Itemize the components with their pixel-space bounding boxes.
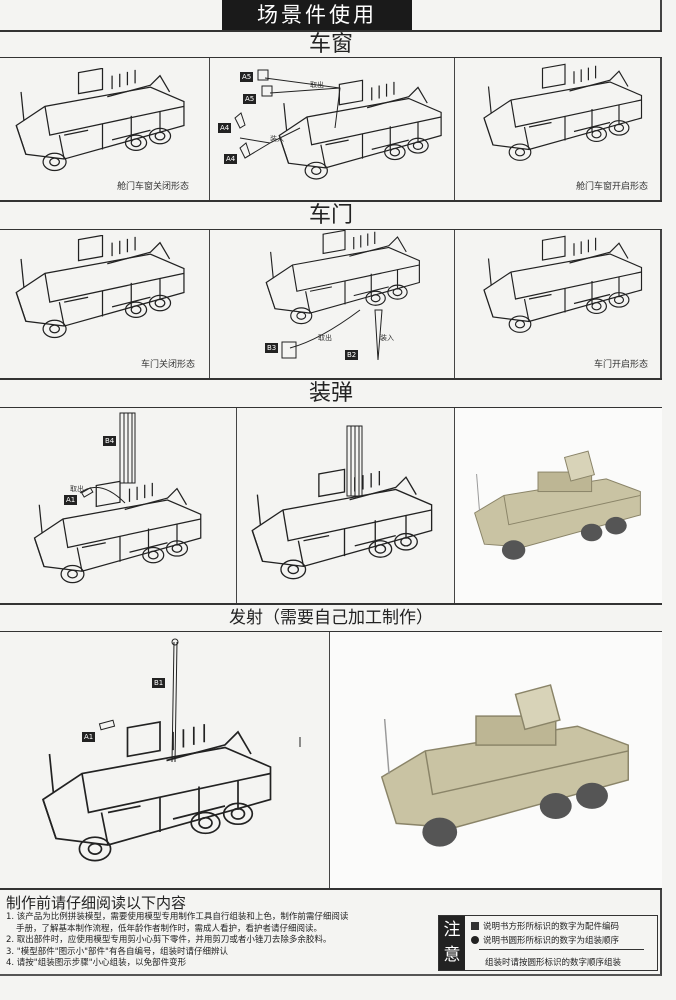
notes-section: 制作前请仔细阅读以下内容 1. 该产品为比例拼装模型，需要使用模型专用制作工具自… — [0, 888, 662, 976]
door-assembly-panel: B3 B2 取出 装入 — [210, 230, 455, 378]
note-item: 手册，了解基本制作流程，低年龄作者制作时，需成人看护，看护者请仔细阅读。 — [16, 923, 323, 934]
launch-photo — [330, 632, 662, 888]
note-item: 4. 请按"组装图示步骤"小心组装，以免部件变形 — [6, 958, 187, 968]
notes-heading: 制作前请仔细阅读以下内容 — [6, 894, 187, 912]
vehicle-drawing — [33, 412, 202, 584]
circle-legend: 说明书圆形所标识的数字为组装顺序 — [471, 934, 619, 946]
caption: 车门开启形态 — [593, 360, 648, 370]
section-title-door: 车门 — [0, 200, 662, 230]
vehicle-drawing — [42, 638, 301, 862]
part-tag-b3: B3 — [265, 343, 279, 353]
window-row: 舱门车窗关闭形态 A5 A5 A4 A4 取出 装入 舱门车窗开启形态 — [0, 58, 662, 200]
loading-photo — [455, 408, 662, 603]
caption: 舱门车窗关闭形态 — [116, 182, 189, 192]
circle-icon — [471, 936, 479, 944]
section-title-loading: 装弹 — [0, 378, 662, 408]
part-tag-b2: B2 — [345, 350, 359, 360]
loading-assembly-panel: B4 A1 取出 — [0, 408, 237, 603]
note-item: 1. 该产品为比例拼装模型，需要使用模型专用制作工具自行组装和上色，制作前需仔细… — [6, 912, 349, 922]
instruction-sheet: 场景件使用 车窗 舱门车窗关闭形态 A5 A5 A4 A4 取出 装入 舱门车窗… — [0, 0, 662, 976]
door-open-panel: 车门开启形态 — [455, 230, 662, 378]
part-tag-b1: B1 — [152, 678, 166, 688]
window-open-panel: 舱门车窗开启形态 — [455, 58, 662, 200]
launch-row: B1 A1 — [0, 632, 662, 888]
part-tag-b4: B4 — [103, 436, 117, 446]
vehicle-photo — [380, 684, 630, 848]
attention-footer: 组装时请按圆形标识的数字顺序组装 — [485, 958, 622, 968]
note-item: 2. 取出部件时，应使用模型专用剪小心剪下零件，并用剪刀或者小锉刀去除多余胶料。 — [6, 935, 332, 945]
loading-row: B4 A1 取出 — [0, 408, 662, 603]
label-take-out: 取出 — [318, 334, 332, 342]
vehicle-photo — [474, 450, 641, 561]
attention-box: 注意 说明书方形所标识的数字为配件编码 说明书圆形所标识的数字为组装顺序 组装时… — [438, 915, 658, 971]
caption: 舱门车窗开启形态 — [575, 182, 648, 192]
window-assembly-panel: A5 A5 A4 A4 取出 装入 — [210, 58, 455, 200]
page-banner: 场景件使用 — [222, 0, 412, 30]
vehicle-drawing — [234, 69, 442, 180]
notes-list: 1. 该产品为比例拼装模型，需要使用模型专用制作工具自行组装和上色，制作前需仔细… — [6, 912, 348, 970]
window-closed-panel: 舱门车窗关闭形态 — [0, 58, 210, 200]
part-tag-a1: A1 — [82, 732, 96, 742]
door-row: 车门关闭形态 B3 B2 取出 装入 车门开启形态 — [0, 230, 662, 378]
part-tag-a5: A5 — [243, 94, 257, 104]
vehicle-drawing — [483, 235, 643, 333]
part-tag-a4: A4 — [224, 154, 238, 164]
launch-assembly-panel: B1 A1 — [0, 632, 330, 888]
caption: 车门关闭形态 — [140, 360, 195, 370]
square-legend-text: 说明书方形所标识的数字为配件编码 — [483, 922, 620, 932]
vehicle-drawing — [265, 230, 420, 361]
label-put-in: 装入 — [380, 334, 394, 342]
label-take-out: 取出 — [310, 81, 324, 89]
square-legend: 说明书方形所标识的数字为配件编码 — [471, 920, 619, 932]
label-put-in: 装入 — [270, 135, 284, 143]
note-item: 3. "模型部件"图示小"部件"有各自编号，组装时请仔细辨认 — [6, 946, 228, 957]
part-tag-a1: A1 — [64, 495, 78, 505]
section-title-window: 车窗 — [0, 30, 662, 58]
vehicle-drawing — [15, 235, 185, 339]
label-take-out: 取出 — [70, 485, 84, 493]
part-tag-a5: A5 — [240, 72, 254, 82]
vehicle-drawing — [251, 425, 433, 580]
section-title-launch: 发射（需要自己加工制作） — [0, 603, 662, 632]
part-tag-a4: A4 — [218, 123, 232, 133]
door-closed-panel: 车门关闭形态 — [0, 230, 210, 378]
attention-badge: 注意 — [439, 916, 465, 970]
circle-legend-text: 说明书圆形所标识的数字为组装顺序 — [483, 936, 620, 946]
square-icon — [471, 922, 479, 930]
divider — [479, 949, 644, 950]
loading-result-panel — [237, 408, 455, 603]
